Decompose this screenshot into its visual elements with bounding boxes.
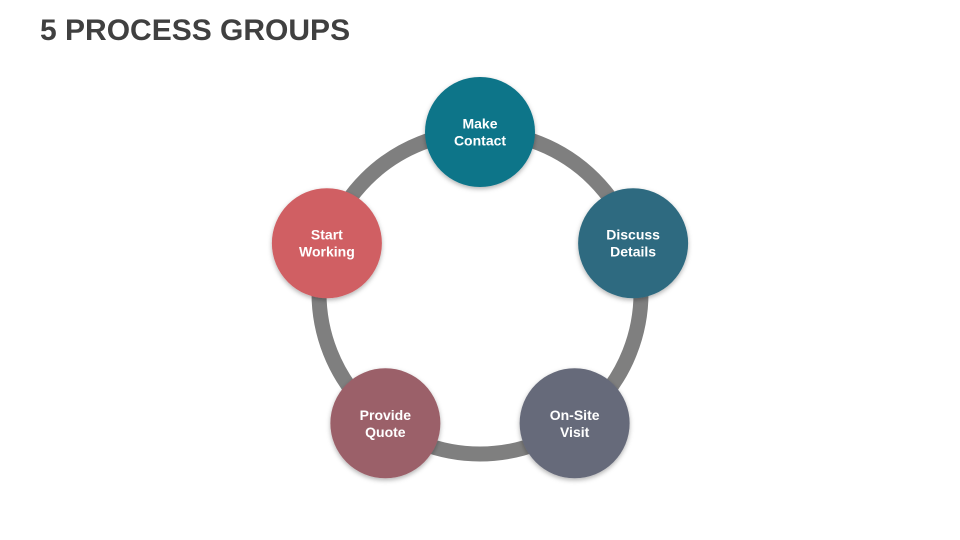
process-node-label: Make <box>462 116 497 132</box>
process-node-circle <box>425 77 535 187</box>
process-node-label: Start <box>311 227 343 243</box>
process-node-label: Contact <box>454 133 506 149</box>
process-node-circle <box>271 188 382 299</box>
process-node-circle <box>330 368 441 479</box>
process-node-label: Provide <box>360 407 412 423</box>
process-node-label: Visit <box>560 424 590 440</box>
process-node-circle <box>519 368 630 479</box>
process-node-label: Details <box>610 244 656 260</box>
process-node-label: On-Site <box>550 407 600 423</box>
process-node-circle <box>578 188 689 299</box>
process-node-label: Working <box>299 244 355 260</box>
page-title: 5 PROCESS GROUPS <box>40 14 351 47</box>
process-node-label: Quote <box>365 424 406 440</box>
process-node-label: Discuss <box>606 227 660 243</box>
